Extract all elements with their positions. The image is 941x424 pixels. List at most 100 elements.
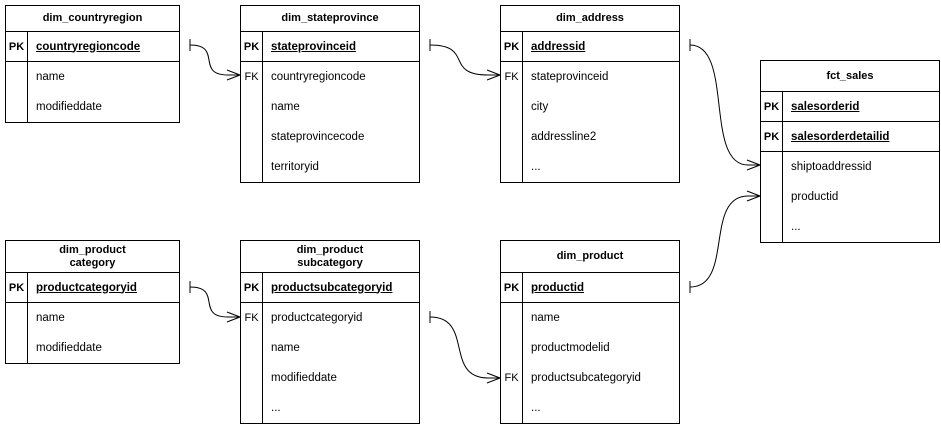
attribute-row[interactable]: territoryid [241,152,419,182]
attribute-row[interactable]: name [523,303,679,333]
attribute-name: ... [791,221,801,233]
attribute-name: name [531,312,560,324]
key-cell-empty [501,92,523,122]
attribute-name: stateprovinceid [271,40,356,53]
key-cell-empty [241,92,263,122]
attribute-row[interactable]: FK productcategoryid [241,303,419,333]
attribute-row[interactable]: shiptoaddressid [761,152,939,182]
attribute-row[interactable]: modifieddate [241,363,419,393]
rel-subcategory-product [429,311,501,384]
entity-title: dim_product [501,241,679,273]
key-badge-pk: PK [761,92,783,121]
attribute-row[interactable]: PK productcategoryid [6,273,179,303]
key-cell-empty [501,122,523,152]
key-badge-pk: PK [501,273,523,302]
attribute-row[interactable]: productid [761,182,939,212]
attribute-row[interactable]: PK productid [501,273,679,303]
key-cell-empty [761,182,783,212]
attribute-row[interactable]: PK salesorderdetailid [761,122,939,152]
attribute-name: shiptoaddressid [791,161,872,173]
attribute-row[interactable]: productmodelid [523,333,679,363]
key-cell-empty [241,363,263,393]
attribute-row[interactable]: name [6,303,179,333]
key-cell-empty [6,303,28,333]
attribute-name: modifieddate [36,342,102,354]
attribute-name: stateprovincecode [271,131,365,143]
rel-stateprovince-address [429,39,501,81]
attribute-name: salesorderid [791,100,860,113]
attribute-name: addressid [531,40,586,53]
key-cell-empty [241,393,263,423]
entity-title: dim_address [501,6,679,32]
attribute-row[interactable]: ... [241,393,419,423]
key-cell-empty [6,62,28,92]
attribute-name: productid [791,191,839,203]
attribute-name: productsubcategoryid [271,281,393,294]
attribute-row[interactable]: ... [501,152,679,182]
attribute-row[interactable]: PK productsubcategoryid [241,273,419,303]
attribute-name: name [36,71,65,83]
attribute-row[interactable]: name [241,92,419,122]
key-cell-empty [501,152,523,182]
key-badge-pk: PK [6,32,28,61]
attribute-name: countryregioncode [271,71,366,83]
attribute-row[interactable]: city [501,92,679,122]
attribute-name: name [271,342,300,354]
key-cell-empty [241,152,263,182]
attribute-name: stateprovinceid [531,71,609,83]
attribute-name: name [271,101,300,113]
entity-title: dim_product subcategory [241,241,419,273]
attribute-row[interactable]: modifieddate [6,92,179,122]
attribute-name: name [36,312,65,324]
key-badge-fk: FK [241,62,263,92]
key-badge-fk: FK [504,372,519,384]
attribute-row[interactable]: ... [523,393,679,423]
key-cell-empty [6,92,28,122]
key-badge-pk: PK [761,122,783,151]
attribute-name: salesorderdetailid [791,130,890,143]
attribute-name: territoryid [271,161,319,173]
attribute-row[interactable]: PK salesorderid [761,92,939,122]
entity-title: dim_stateprovince [241,6,419,32]
key-badge-fk: FK [241,303,263,333]
attribute-row[interactable]: PK stateprovinceid [241,32,419,62]
entity-title: dim_countryregion [6,6,179,32]
entity-title: fct_sales [761,61,939,92]
rel-countryregion-stateprovince [189,39,241,81]
attribute-name: productcategoryid [271,312,363,324]
key-cell-empty [241,333,263,363]
key-badge-fk: FK [501,62,523,92]
attribute-row[interactable]: addressline2 [501,122,679,152]
attribute-row[interactable]: FK countryregioncode [241,62,419,92]
attribute-name: modifieddate [36,101,102,113]
attribute-row[interactable]: name [241,333,419,363]
attribute-name: ... [271,402,281,414]
attribute-row[interactable]: modifieddate [6,333,179,363]
key-badge-pk: PK [6,273,28,302]
attribute-row[interactable]: productsubcategoryid [523,363,679,393]
attribute-row[interactable]: stateprovincecode [241,122,419,152]
key-badge-pk: PK [241,32,263,61]
attribute-row[interactable]: FK stateprovinceid [501,62,679,92]
attribute-name: city [531,101,549,113]
attribute-name: productid [531,281,585,294]
entity-title: dim_product category [6,241,179,273]
attribute-name: productcategoryid [36,281,137,294]
attribute-row[interactable]: name [6,62,179,92]
key-cell-empty [761,152,783,182]
key-badge-pk: PK [241,273,263,302]
attribute-row[interactable]: ... [761,212,939,242]
key-cell-empty [761,212,783,242]
